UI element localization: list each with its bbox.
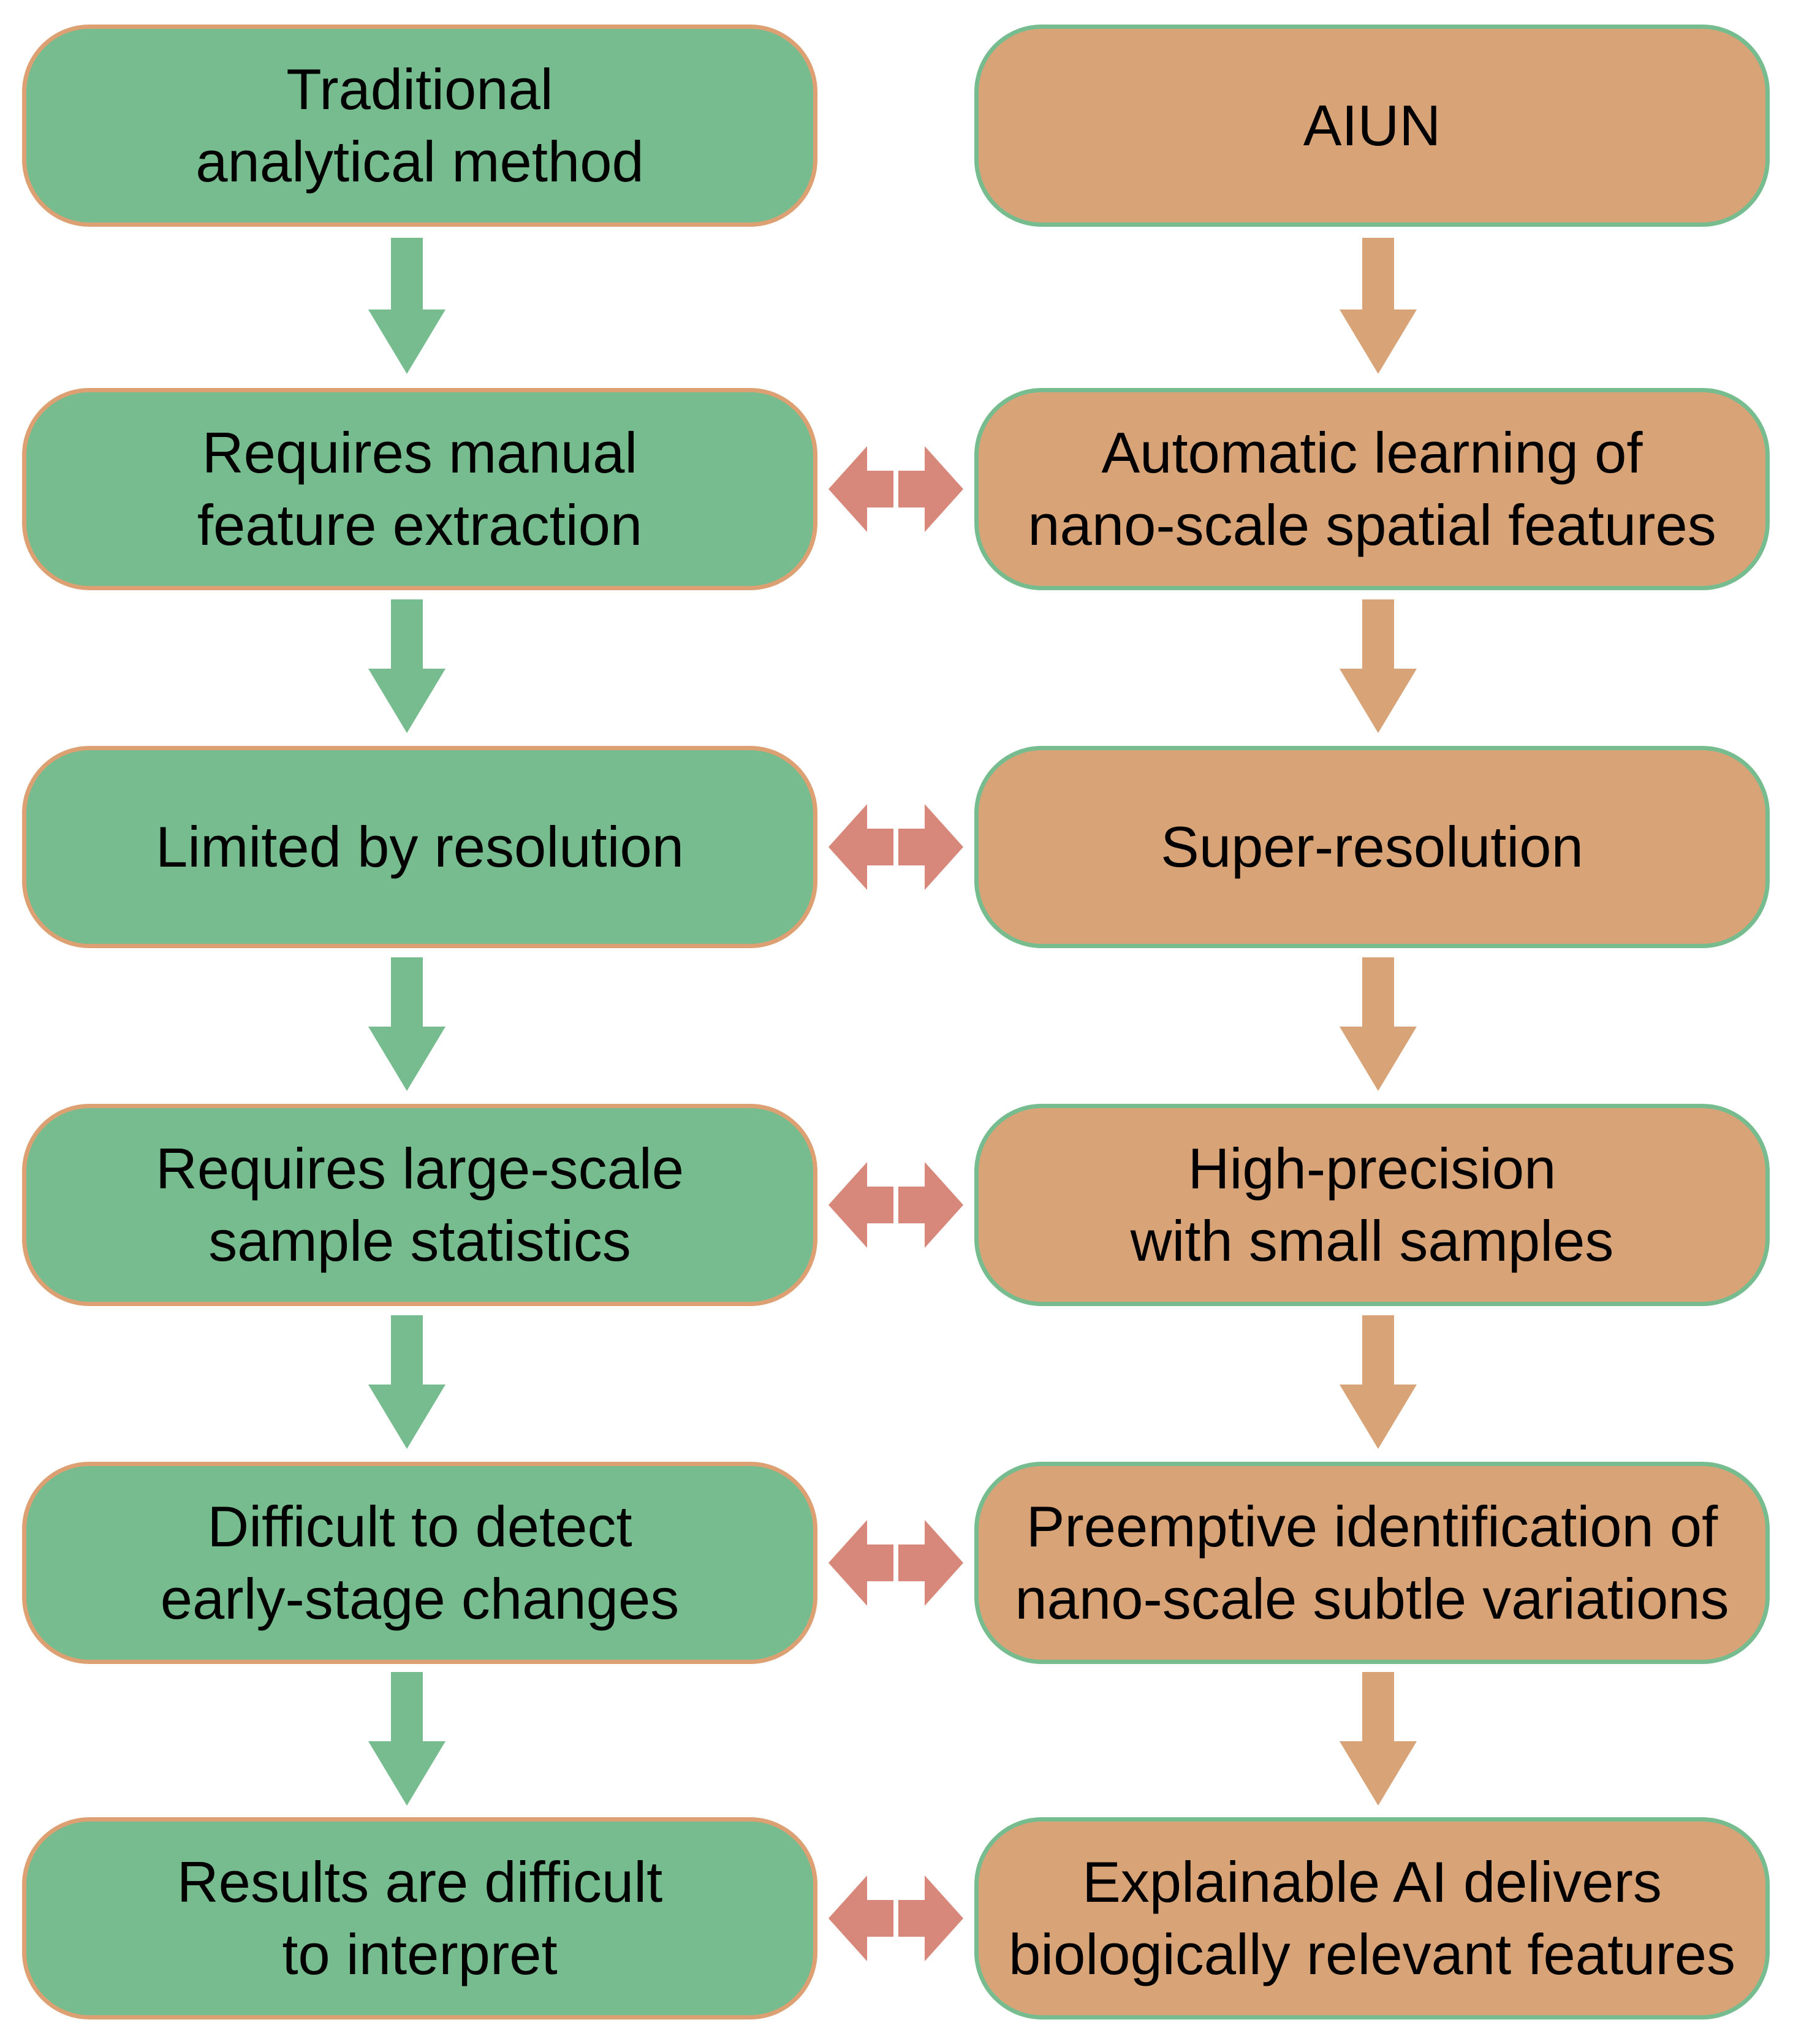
traditional-step-1-label: Requires manual feature extraction — [197, 420, 643, 557]
traditional-step-3: Requires large-scale sample statistics — [22, 1104, 817, 1306]
traditional-step-5: Results are difficult to interpret — [22, 1817, 817, 2019]
down-arrow-left-5 — [368, 1672, 445, 1806]
compare-arrow-5 — [828, 1875, 963, 1961]
down-arrow-left-2 — [368, 599, 445, 733]
compare-arrow-2 — [828, 804, 963, 890]
compare-arrow-4 — [828, 1520, 963, 1606]
down-arrow-right-4 — [1340, 1315, 1417, 1449]
down-arrow-right-3 — [1340, 957, 1417, 1091]
aiun-step-2-label: Super-resolution — [1161, 814, 1583, 879]
aiun-step-4-label: Preemptive identification of nano-scale … — [1015, 1494, 1729, 1631]
aiun-step-2: Super-resolution — [974, 746, 1770, 948]
down-arrow-right-2 — [1340, 599, 1417, 733]
compare-arrow-1 — [828, 446, 963, 532]
traditional-step-2: Limited by resolution — [22, 746, 817, 948]
down-arrow-right-5 — [1340, 1672, 1417, 1806]
compare-arrow-3 — [828, 1162, 963, 1248]
aiun-step-5-label: Explainable AI delivers biologically rel… — [1008, 1849, 1736, 1986]
traditional-step-2-label: Limited by resolution — [155, 814, 684, 879]
aiun-step-1-label: Automatic learning of nano-scale spatial… — [1028, 420, 1716, 557]
down-arrow-left-1 — [368, 238, 445, 374]
aiun-step-5: Explainable AI delivers biologically rel… — [974, 1817, 1770, 2019]
down-arrow-left-3 — [368, 957, 445, 1091]
traditional-step-4: Difficult to detect early-stage changes — [22, 1462, 817, 1664]
aiun-title: AIUN — [1303, 93, 1441, 158]
traditional-title: Traditional analytical method — [195, 56, 644, 194]
aiun-step-3: High-precision with small samples — [974, 1104, 1770, 1306]
aiun-step-4: Preemptive identification of nano-scale … — [974, 1462, 1770, 1664]
down-arrow-right-1 — [1340, 238, 1417, 374]
down-arrow-left-4 — [368, 1315, 445, 1449]
traditional-step-1: Requires manual feature extraction — [22, 388, 817, 590]
traditional-step-5-label: Results are difficult to interpret — [176, 1849, 663, 1986]
aiun-title-box: AIUN — [974, 25, 1770, 227]
traditional-step-4-label: Difficult to detect early-stage changes — [160, 1494, 680, 1631]
traditional-title-box: Traditional analytical method — [22, 25, 817, 227]
aiun-step-3-label: High-precision with small samples — [1130, 1136, 1614, 1273]
traditional-step-3-label: Requires large-scale sample statistics — [155, 1136, 684, 1273]
aiun-step-1: Automatic learning of nano-scale spatial… — [974, 388, 1770, 590]
